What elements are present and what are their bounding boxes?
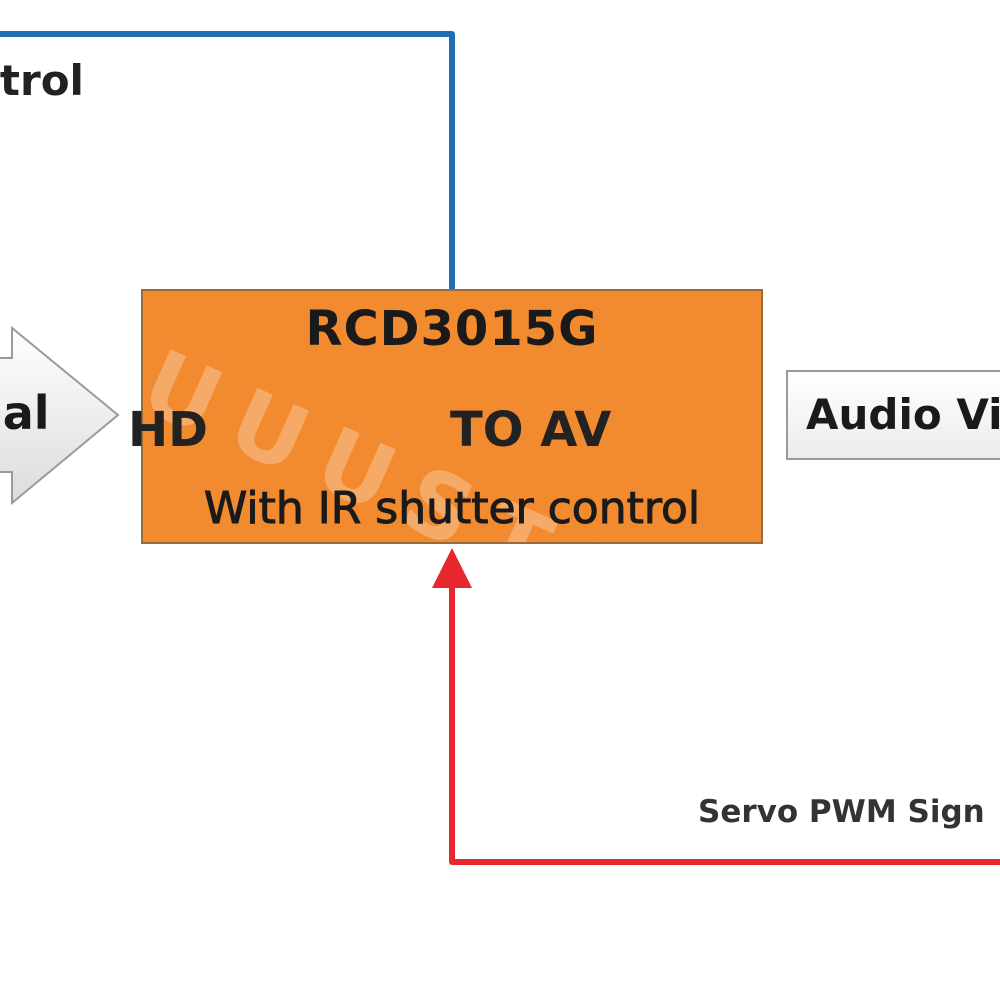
servo-pwm-label: Servo PWM Sign [698,794,985,830]
rcd3015g-module-box: RCD3015G With IR shutter control [141,289,763,544]
main-box-fill [141,289,763,544]
ir-control-line [0,31,455,289]
input-signal-label: nal [0,386,50,440]
servo-pwm-line [449,586,1000,865]
audio-video-output-label: Audio Vi [806,390,1000,439]
audio-video-output-box: Audio Vi [786,370,1000,460]
module-hd-label: HD [128,402,209,458]
module-to-av-label: TO AV [450,402,612,458]
module-ir-caption: With IR shutter control [203,483,701,535]
servo-pwm-arrowhead [432,548,472,588]
input-signal-arrow [0,325,120,506]
ir-control-label: ntrol [0,56,84,105]
module-model-title: RCD3015G [305,301,599,357]
